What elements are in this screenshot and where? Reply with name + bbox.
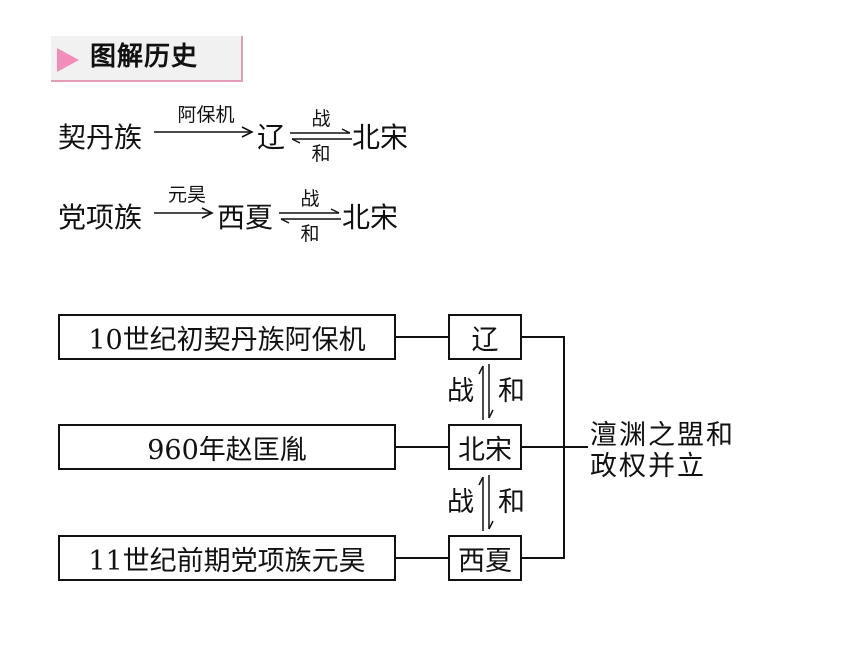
flow1-rival: 北宋 [352, 121, 409, 154]
relation2-double-arrow [478, 475, 494, 531]
event-box-liao: 10世纪初契丹族阿保机 [58, 314, 396, 360]
section-header-badge [51, 36, 243, 82]
state-box-liao: 辽 [448, 314, 522, 360]
result-line-1: 澶渊之盟和 [590, 420, 735, 451]
flow1-state: 辽 [257, 121, 286, 154]
event-box-xixia: 11世纪前期党项族元昊 [58, 535, 396, 581]
flow1-war-peace-arrows [290, 128, 352, 144]
flow2-rival: 北宋 [342, 201, 399, 234]
result-line-2: 政权并立 [590, 451, 706, 482]
event-label: 960年赵匡胤 [147, 434, 307, 466]
flow1-arrow [154, 126, 254, 138]
state-label: 辽 [471, 324, 499, 356]
flow2-war-peace-arrows [279, 208, 341, 224]
connector-line [396, 557, 450, 559]
connector-line [396, 446, 450, 448]
flow2-arrow [154, 207, 214, 219]
flow1-relation-top: 战 [311, 108, 331, 130]
bracket-bottom [522, 557, 565, 559]
state-label: 西夏 [458, 545, 512, 577]
relation1-double-arrow [478, 364, 494, 420]
flow1-relation-bottom: 和 [311, 143, 331, 165]
event-label: 10世纪初契丹族阿保机 [88, 324, 366, 356]
flow2-origin: 党项族 [58, 201, 143, 234]
relation1-peace: 和 [498, 376, 525, 407]
flow2-relation-bottom: 和 [300, 223, 320, 245]
state-box-song: 北宋 [448, 424, 522, 470]
connector-line [396, 336, 450, 338]
state-box-xixia: 西夏 [448, 535, 522, 581]
relation1-war: 战 [447, 376, 474, 407]
bracket-vertical [563, 336, 565, 559]
flow2-relation-top: 战 [300, 188, 320, 210]
state-label: 北宋 [458, 434, 512, 466]
flow2-via-label: 元昊 [167, 184, 206, 206]
flow1-via-label: 阿保机 [177, 104, 235, 126]
bracket-top [522, 336, 565, 338]
play-triangle-icon [57, 48, 79, 72]
event-label: 11世纪前期党项族元昊 [88, 545, 366, 577]
flow2-state: 西夏 [217, 201, 274, 234]
bracket-middle [522, 446, 588, 448]
relation2-peace: 和 [498, 487, 525, 518]
flow1-origin: 契丹族 [58, 121, 143, 154]
section-title: 图解历史 [90, 42, 199, 72]
relation2-war: 战 [447, 487, 474, 518]
event-box-song: 960年赵匡胤 [58, 424, 396, 470]
